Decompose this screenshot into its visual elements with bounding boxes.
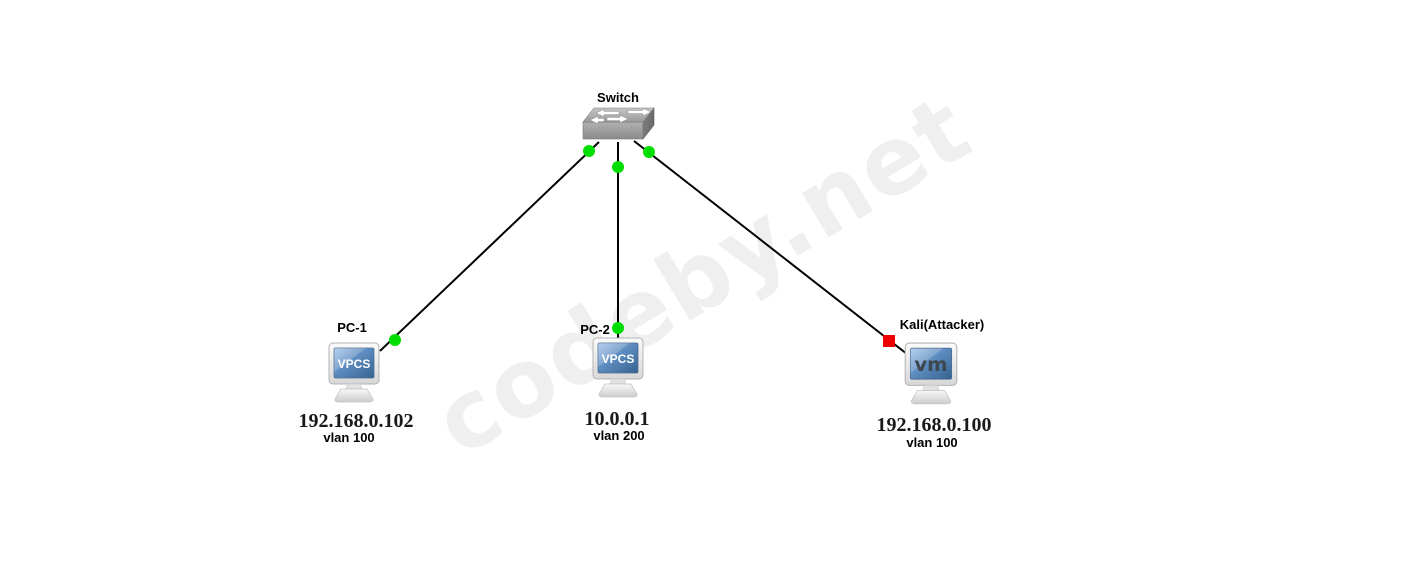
pc-neck xyxy=(922,385,940,391)
pc-screen xyxy=(909,347,953,380)
ethernet-switch-icon[interactable] xyxy=(582,106,656,142)
link-status-up-indicator xyxy=(389,334,401,346)
pc2-node-label[interactable]: PC-2 xyxy=(580,322,610,337)
pc2-vlan-annotation[interactable]: vlan 200 xyxy=(593,428,645,443)
pc-screen xyxy=(333,347,375,379)
kali-vlan-annotation[interactable]: vlan 100 xyxy=(906,435,958,450)
kali-ip-annotation[interactable]: 192.168.0.100 xyxy=(876,414,992,436)
pc-screen-text: VPCS xyxy=(338,357,371,371)
pc-screen-sheen xyxy=(334,348,366,372)
link-switch-pc1[interactable] xyxy=(379,141,600,352)
link-status-up-indicator xyxy=(612,322,624,334)
pc-screen-text: VPCS xyxy=(602,352,635,366)
vpcs-pc-icon[interactable]: VPCS xyxy=(322,342,386,404)
pc1-ip-annotation[interactable]: 192.168.0.102 xyxy=(298,410,414,432)
pc-base xyxy=(910,390,952,405)
pc-base xyxy=(598,383,638,398)
switch-node-label[interactable]: Switch xyxy=(597,90,639,105)
pc1-node-label[interactable]: PC-1 xyxy=(337,320,367,335)
pc-neck xyxy=(345,383,363,390)
switch-arrows-icon xyxy=(589,107,652,125)
pc-screen-text: vm xyxy=(914,353,947,376)
link-status-suspended-indicator xyxy=(883,335,895,347)
pc-screen-sheen xyxy=(910,348,944,373)
pc-screen-sheen xyxy=(598,343,630,367)
pc-screen xyxy=(597,342,639,374)
vm-pc-icon[interactable]: vm xyxy=(898,342,964,406)
pc2-ip-annotation[interactable]: 10.0.0.1 xyxy=(584,408,650,430)
kali-node-label[interactable]: Kali(Attacker) xyxy=(899,317,985,332)
vpcs-pc-icon[interactable]: VPCS xyxy=(586,337,650,399)
link-status-up-indicator xyxy=(583,145,595,157)
link-status-up-indicator xyxy=(643,146,655,158)
pc-base xyxy=(334,388,374,403)
link-switch-kali[interactable] xyxy=(633,140,908,355)
pc-neck xyxy=(609,378,627,385)
link-status-up-indicator xyxy=(612,161,624,173)
pc1-vlan-annotation[interactable]: vlan 100 xyxy=(323,430,375,445)
switch-front-texture xyxy=(583,122,643,139)
